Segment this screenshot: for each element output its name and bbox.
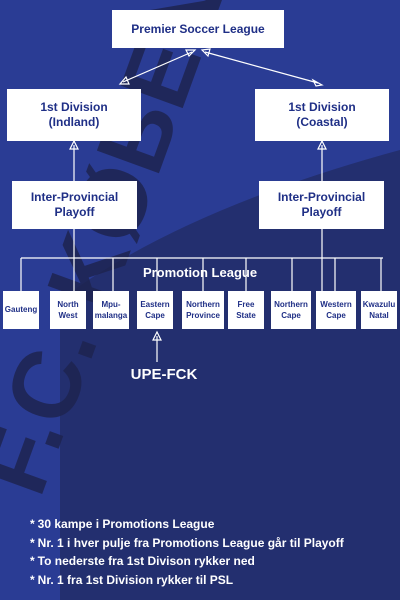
province-label: West [58, 311, 78, 320]
division-coastal-box: 1st Division (Coastal) [255, 89, 389, 141]
premier-league-label: Premier Soccer League [131, 21, 265, 36]
province-label: Northern [186, 299, 220, 309]
note-text: To nederste fra 1st Divison rykker ned [37, 554, 255, 569]
note-item: *30 kampe i Promotions League [30, 515, 344, 534]
province-label: Natal [369, 311, 389, 320]
bullet-star: * [30, 535, 35, 550]
division-title: 1st Division [40, 100, 108, 114]
province-label: Cape [145, 311, 165, 320]
province-free-state-box: Free State [228, 291, 264, 329]
notes-list: *30 kampe i Promotions League *Nr. 1 i h… [30, 515, 344, 589]
province-gauteng-box: Gauteng [3, 291, 39, 329]
province-north-west-box: North West [50, 291, 86, 329]
province-western-cape-box: Western Cape [316, 291, 356, 329]
playoff-subtitle: Playoff [301, 205, 342, 219]
province-eastern-cape-box: Eastern Cape [137, 291, 173, 329]
promotion-league-title: Promotion League [142, 265, 258, 280]
note-item: *Nr. 1 fra 1st Division rykker til PSL [30, 571, 344, 590]
playoff-title: Inter-Provincial [277, 190, 366, 204]
province-label: Western [320, 299, 352, 309]
division-region: (Indland) [48, 115, 100, 129]
premier-soccer-league-box: Premier Soccer League [112, 10, 284, 48]
note-text: Nr. 1 fra 1st Division rykker til PSL [37, 572, 234, 587]
note-text: 30 kampe i Promotions League [37, 517, 215, 531]
province-label: Province [186, 311, 220, 320]
playoff-title: Inter-Provincial [30, 190, 119, 204]
province-kwazulu-natal-box: Kwazulu Natal [361, 291, 397, 329]
note-text: Nr. 1 i hver pulje fra Promotions League… [37, 535, 344, 550]
note-item: *Nr. 1 i hver pulje fra Promotions Leagu… [30, 534, 344, 553]
division-title: 1st Division [288, 100, 356, 114]
province-label: Gauteng [4, 305, 38, 315]
province-mpumalanga-box: Mpu- malanga [93, 291, 129, 329]
province-label: Mpu- [101, 299, 121, 309]
province-label: Kwazulu [362, 299, 396, 309]
division-region: (Coastal) [296, 115, 348, 129]
province-label: Free [237, 299, 255, 309]
province-label: Eastern [140, 299, 170, 309]
playoff-inland-box: Inter-Provincial Playoff [12, 181, 137, 229]
province-label: State [236, 311, 256, 320]
province-label: Cape [281, 311, 301, 320]
note-item: *To nederste fra 1st Divison rykker ned [30, 552, 344, 571]
playoff-subtitle: Playoff [54, 205, 95, 219]
division-inland-box: 1st Division (Indland) [7, 89, 141, 141]
province-label: North [57, 299, 79, 309]
province-label: Northern [274, 299, 308, 309]
province-northern-cape-box: Northern Cape [271, 291, 311, 329]
province-label: Cape [326, 311, 346, 320]
province-label: malanga [94, 311, 128, 320]
bullet-star: * [30, 517, 35, 531]
playoff-coastal-box: Inter-Provincial Playoff [259, 181, 384, 229]
team-label: UPE-FCK [130, 366, 198, 383]
bullet-star: * [30, 554, 35, 569]
bullet-star: * [30, 572, 35, 587]
province-northern-province-box: Northern Province [182, 291, 224, 329]
